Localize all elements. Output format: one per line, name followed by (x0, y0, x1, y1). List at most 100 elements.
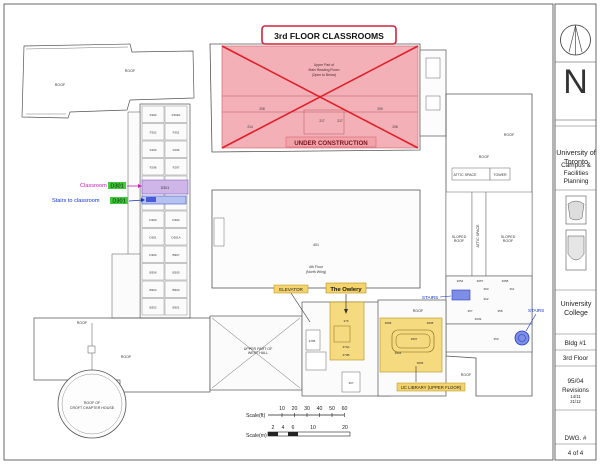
room-outline (141, 140, 165, 158)
elevator-callout-arrow (290, 292, 311, 323)
owlery-highlight[interactable] (329, 301, 365, 361)
college-name: University College (560, 301, 592, 317)
stairs-callout-code: D301 (112, 199, 125, 205)
dwg-label: DWG. # (564, 435, 587, 442)
classroom-callout-code-bg (108, 182, 126, 189)
room-outline (164, 280, 188, 298)
room-label: 208 (259, 107, 265, 111)
uc-library-highlight[interactable] (379, 317, 443, 373)
roof-label-lib: ROOF (413, 309, 424, 313)
room-outline (164, 105, 188, 123)
north-letter: N (563, 63, 588, 101)
room-label: F297 (173, 165, 180, 169)
scale-ft-tick-label: 60 (342, 406, 348, 412)
sloped-roof-2-line2: ROOF (503, 239, 514, 243)
room-label: 3805 (417, 361, 424, 365)
room-label: 3054 (457, 279, 464, 283)
room-label: 214 (247, 125, 253, 129)
room-label: F302A (172, 113, 181, 117)
room-label: B301 (172, 305, 179, 309)
roof-label-e: ROOF (479, 155, 490, 159)
scale-ft-tick-label: 20 (292, 406, 298, 412)
scale-ft-tick-label: 40 (317, 406, 323, 412)
classroom-callout-code: D301 (110, 184, 123, 190)
upper-west-hall: UPPER PART OF WEST HALL (209, 315, 303, 391)
room-label: D301 (149, 235, 157, 239)
room-label: 3804 (395, 351, 402, 355)
croft-label-1: ROOF OF (84, 401, 101, 405)
scale-m-tick-label: 6 (292, 425, 295, 431)
scale-ft-tick-label: 10 (279, 406, 285, 412)
stairs-right-callout: STAIRS (528, 308, 544, 313)
southwest-roof-block: ROOF ROOF (33, 317, 211, 393)
room-label: 3058 (502, 279, 509, 283)
room-label: 361 (509, 287, 514, 291)
room-outline (164, 298, 188, 316)
room-label: 208 (392, 125, 398, 129)
uc-library-callout-bg (396, 382, 466, 392)
floor-label: 3rd Floor (563, 355, 589, 362)
room-label: D300 (149, 253, 157, 257)
room-outline (141, 158, 165, 176)
page-title: 3rd FLOOR CLASSROOMS (274, 31, 384, 41)
department-name: Campus & Facilities Planning (561, 162, 591, 185)
croft-chapter-house: ROOF OF CROFT CHAPTER HOUSE (57, 369, 127, 439)
west-roof-block: ROOF ROOF (21, 43, 195, 119)
east-wing-outline: ROOF ROOF ATTIC SPACE TOWER SLOPED ROOF … (445, 93, 533, 397)
room-label: F301 (173, 130, 180, 134)
under-construction-badge (285, 136, 377, 148)
room-label: 379A (342, 345, 349, 349)
building-number: Bldg #1 (565, 340, 587, 347)
room-outline (141, 210, 165, 228)
room-outline (164, 263, 188, 281)
upper-part-label-2: Main Reading Room (309, 68, 340, 72)
university-name: University of Toronto (556, 148, 596, 166)
stairs-callout-code-bg (110, 197, 128, 204)
fourth-floor-label-2: (North Wing) (306, 270, 326, 274)
room-label: F303 (150, 113, 157, 117)
under-construction-label: UNDER CONSTRUCTION (294, 140, 368, 147)
sloped-roof-2-line1: SLOPED (501, 235, 516, 239)
roof-label-ne: ROOF (504, 133, 515, 137)
stairs-callout-arrow (128, 199, 144, 202)
attic-space-v-label: ATTIC SPACE (476, 224, 480, 248)
construction-x-line-2 (221, 45, 419, 149)
room-label: 3808 (427, 321, 434, 325)
room-outline (164, 123, 188, 141)
roof-label-se: ROOF (461, 373, 472, 377)
stairs-right-highlight[interactable] (514, 330, 530, 346)
sloped-roof-1-line1: SLOPED (452, 235, 467, 239)
attic-space-label: ATTIC SPACE (453, 173, 477, 177)
classroom-d301-room-label: D301 (161, 186, 170, 190)
room-label: 357 (467, 309, 472, 313)
room-label: B303 (172, 288, 179, 292)
room-label: 359 (493, 337, 498, 341)
room-label: B302 (149, 305, 156, 309)
upper-part-label-1: Upper Part of (314, 63, 334, 67)
stairs-middle-highlight[interactable] (451, 289, 471, 301)
room-label: B307 (172, 253, 179, 257)
uc-library-callout: UC LIBRARY (UPPER FLOOR) (401, 385, 462, 390)
scale-ft-tick-label: 50 (329, 406, 335, 412)
scale-ft-ticks: 10 20 30 40 50 60 (279, 406, 347, 417)
room-label: F300 (150, 148, 157, 152)
scale-m-tick-label: 2 (272, 425, 275, 431)
room-label: F302 (150, 130, 157, 134)
classroom-d301-highlight[interactable] (141, 179, 189, 195)
scale-ft-tick-label: 30 (304, 406, 310, 412)
room-label: 360 (483, 287, 488, 291)
scale-m-tick-label: 20 (342, 425, 348, 431)
room-outline (141, 298, 165, 316)
fourth-floor-label-1: 4th Floor (309, 265, 324, 269)
room-outline (164, 158, 188, 176)
room-label: 3807 (411, 337, 418, 341)
room-outline (141, 245, 165, 263)
room-label: 209 (377, 107, 383, 111)
room-label: 3039 (475, 317, 482, 321)
room-label: 379B (342, 353, 349, 357)
